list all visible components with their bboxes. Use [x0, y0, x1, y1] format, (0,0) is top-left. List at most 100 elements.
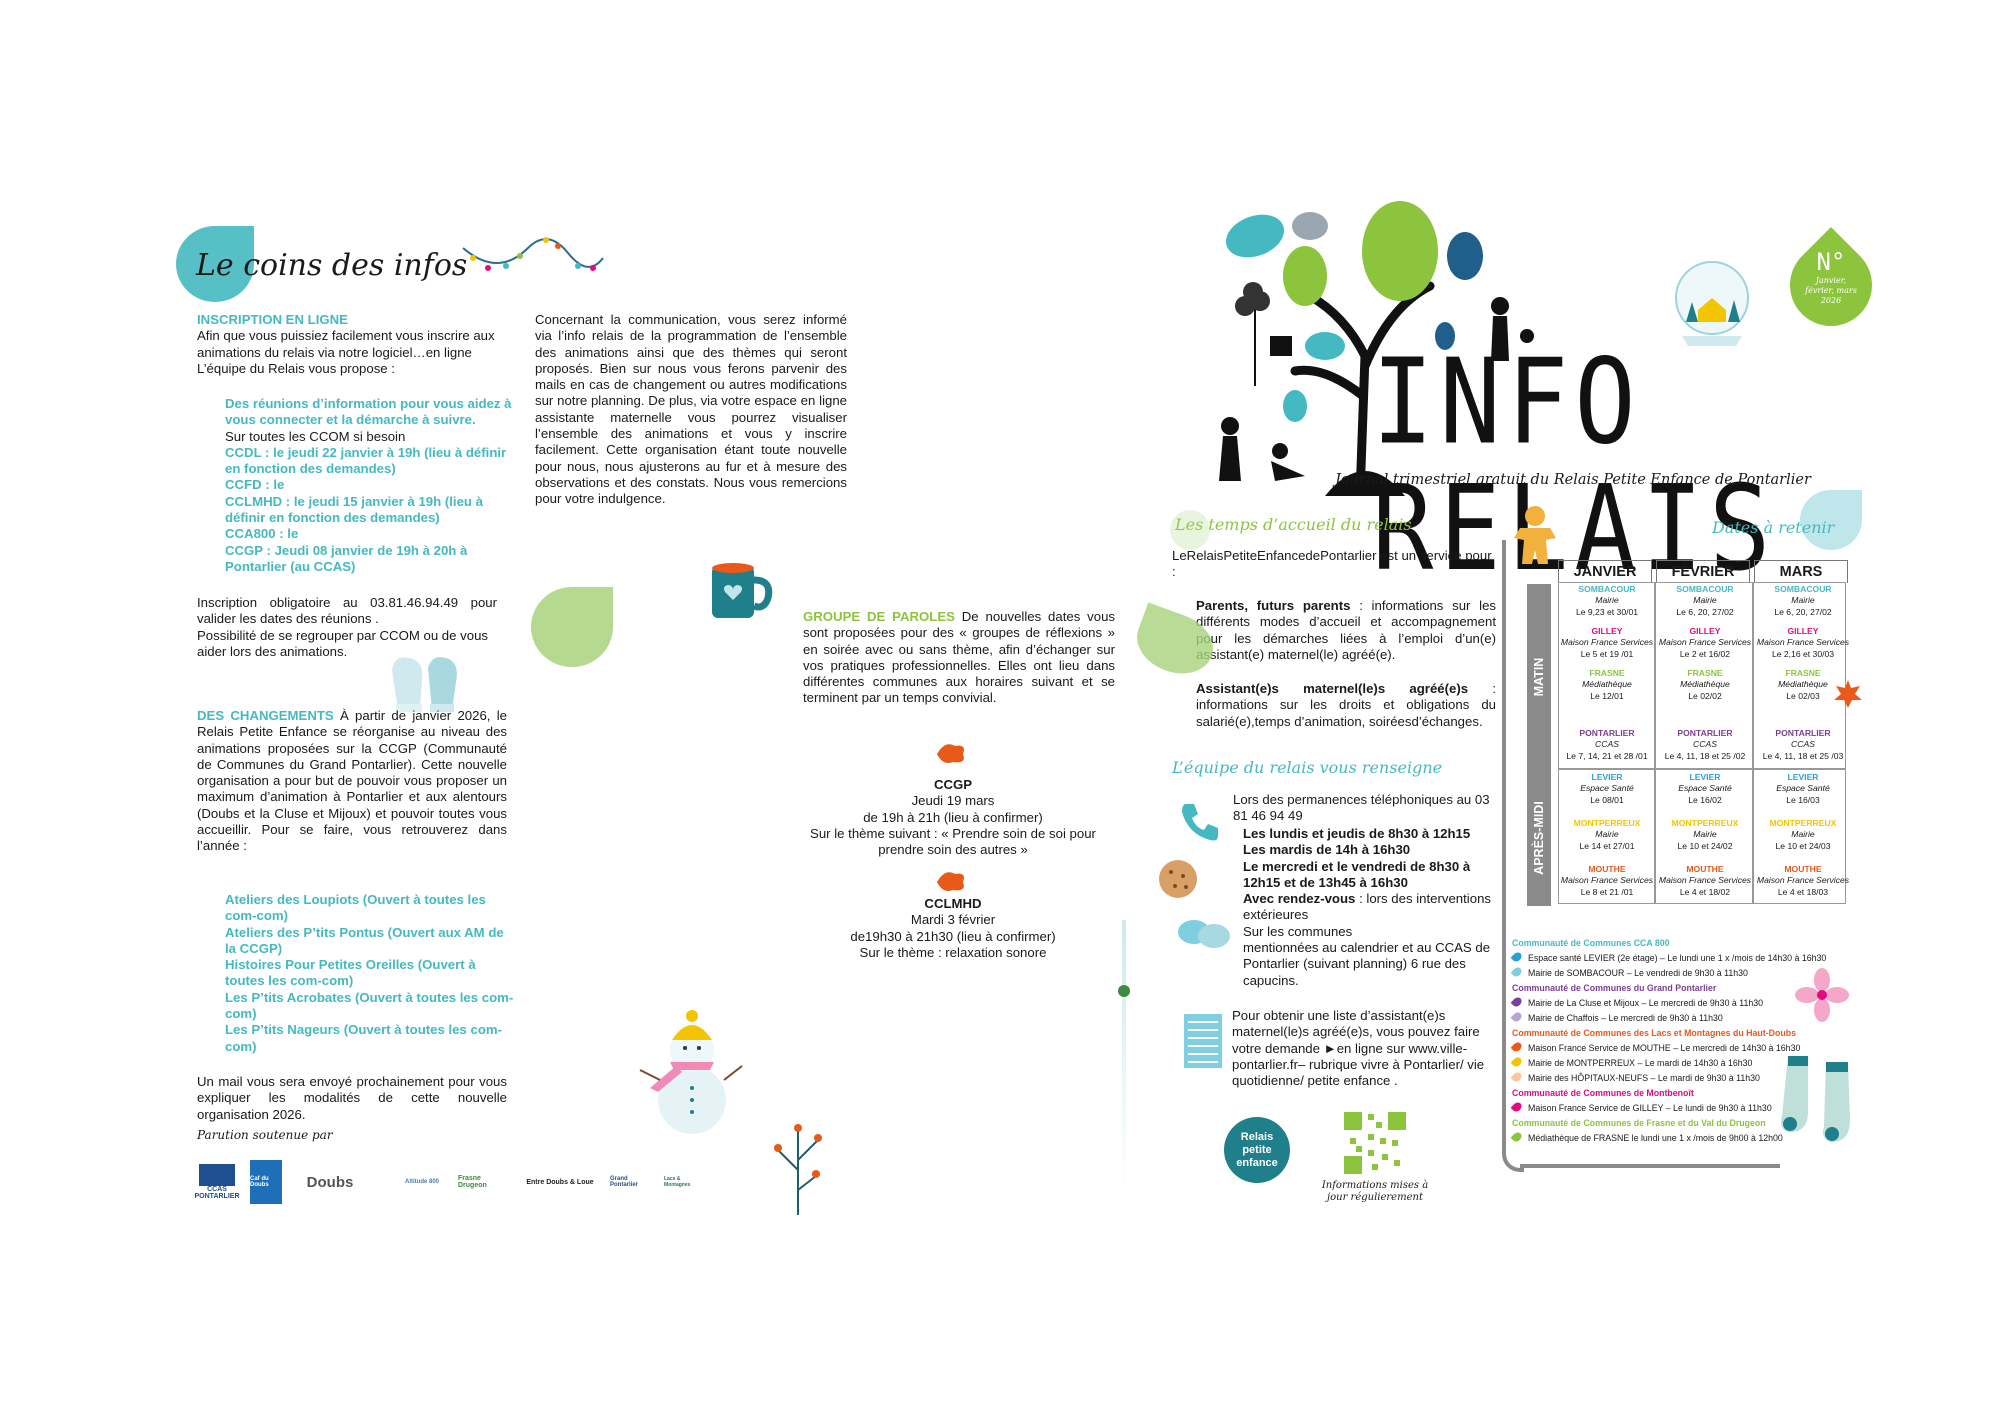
assistants-label: Assistant(e)s maternel(le)s agréé(e)s [1196, 681, 1469, 697]
calendar-entry-town: MOUTHE [1588, 864, 1626, 874]
calendar-entry-town: GILLEY [1787, 626, 1819, 636]
liste-text-c: maternel(le)s agréé(e)s, vous pouvez fai… [1232, 1024, 1485, 1089]
calendar-entry-place: Maison France Services [1756, 875, 1850, 886]
legend-row: Mairie des HÔPITAUX-NEUFS – Le mardi de … [1510, 1070, 1760, 1084]
legend-row-text: Mairie de SOMBACOUR – Le vendredi de 9h3… [1528, 968, 1748, 978]
calendar-entry-place: Espace Santé [1678, 783, 1732, 794]
issue-number: N° [1816, 248, 1846, 276]
map-pin-icon [1510, 1100, 1524, 1114]
title-blob [176, 226, 254, 302]
inscription-item: CCGP : Jeudi 08 janvier de 19h à 20h à P… [225, 542, 468, 574]
calendar-entry-town: FRASNE [1589, 668, 1625, 678]
legend-row-text: Mairie de MONTPERREUX – Le mardi de 14h3… [1528, 1058, 1753, 1068]
calendar-table: JANVIER FÉVRIER MARS [1558, 560, 1848, 905]
calendar-entry-town: SOMBACOUR [1578, 584, 1636, 594]
dates-blob [1800, 490, 1862, 550]
gingerbread-icon [1514, 506, 1556, 564]
spine-badge [1118, 985, 1130, 997]
calendar-entry-town: MONTPERREUX [1573, 818, 1641, 828]
tree-illustration [1219, 201, 1534, 496]
calendar-entry-town: GILLEY [1689, 626, 1721, 636]
inscription-intro: Afin que vous puissiez facilement vous i… [197, 328, 495, 376]
groupe-heading: GROUPE DE PAROLES [803, 609, 955, 624]
accueil-intro: LeRelaisPetiteEnfancedePontarlier est un… [1172, 548, 1492, 580]
calendar-entry-place: Médiathèque [1582, 679, 1632, 690]
issue-period: Janvier, février, mars 2026 [1805, 276, 1857, 305]
legend-group-title: Communauté de Communes de Montbenoît [1512, 1088, 1694, 1098]
legend-row: Médiathèque de FRASNE le lundi une 1 x /… [1510, 1130, 1783, 1144]
calendar-entry-date: Le 14 et 27/01 [1579, 840, 1635, 851]
calendar-frame-bottom [1520, 1164, 1780, 1168]
legend-row-text: Mairie de La Cluse et Mijoux – Le mercre… [1528, 998, 1764, 1008]
inscription-regroup: Possibilité de se regrouper par CCOM ou … [197, 627, 489, 659]
calendar-entry-town: MOUTHE [1784, 864, 1822, 874]
calendar-entry-town: FRASNE [1785, 668, 1821, 678]
calendar-entry-place: CCAS [1595, 739, 1619, 750]
cclmhd-date: Mardi 3 février [910, 912, 996, 928]
ccgp-title: CCGP [933, 777, 973, 792]
calendar-entry-place: Mairie [1791, 595, 1815, 606]
cclmhd-theme: Sur le thème : relaxation sonore [859, 944, 1047, 960]
inscription-item: CCA800 : le [225, 526, 299, 542]
calendar-entry-date: Le 4, 11, 18 et 25 /03 [1762, 750, 1844, 761]
cclmhd-title: CCLMHD [924, 896, 982, 911]
qr-caption: Informations mises à jour régulierement [1321, 1180, 1429, 1203]
flower-icon [1795, 968, 1849, 1022]
activity-item: Ateliers des P’tits Pontus (Ouvert aux A… [225, 924, 504, 956]
hours-1: Les lundis et jeudis de 8h30 à 12h15 [1243, 826, 1471, 841]
legend-row: Mairie de La Cluse et Mijoux – Le mercre… [1510, 995, 1764, 1009]
legend-row: Mairie de SOMBACOUR – Le vendredi de 9h3… [1510, 965, 1748, 979]
calendar-entry-date: Le 6, 20, 27/02 [1676, 606, 1734, 617]
calendar-entry-town: MONTPERREUX [1769, 818, 1837, 828]
inscription-item: CCLMHD : le jeudi 15 janvier à 19h (lieu… [225, 493, 483, 526]
activity-item: Histoires Pour Petites Oreilles (Ouvert … [225, 957, 476, 989]
berry-branch-icon [774, 1124, 822, 1215]
dates-title: Dates à retenir [1712, 518, 1835, 537]
logo-ccas: CCAS PONTARLIER [195, 1160, 240, 1204]
calendar-entry-date: Le 9,23 et 30/01 [1575, 606, 1639, 617]
legend-row: Maison France Service de MOUTHE – Le mer… [1510, 1040, 1800, 1054]
band-apres-midi: APRÈS-MIDI [1527, 770, 1551, 906]
calendar-entry-town: FRASNE [1687, 668, 1723, 678]
calendar-entry-town: MOUTHE [1686, 864, 1724, 874]
leaf-icon [937, 872, 964, 891]
calendar-entry-town: LEVIER [1591, 772, 1623, 782]
calendar-entry-town: PONTARLIER [1579, 728, 1635, 738]
calendar-entry-town: SOMBACOUR [1774, 584, 1832, 594]
month-header: FÉVRIER [1656, 560, 1750, 583]
calendar-entry-place: Maison France Services [1658, 875, 1752, 886]
calendar-entry-date: Le 4 et 18/02 [1679, 886, 1731, 897]
cclmhd-time: de19h30 à 21h30 (lieu à confirmer) [850, 928, 1056, 944]
month-header: MARS [1754, 560, 1848, 583]
ccgp-theme: Sur le thème suivant : « Prendre soin de… [810, 825, 1096, 858]
green-blob [531, 587, 613, 667]
rdv-label: Avec rendez-vous [1243, 891, 1356, 907]
band-matin: MATIN [1527, 584, 1551, 770]
relais-logo: Relais petite enfance [1224, 1117, 1290, 1183]
journal-title: INFO RELAIS [1372, 334, 1777, 598]
maple-leaf-icon [1834, 680, 1862, 708]
calendar-entry-place: Maison France Services [1658, 637, 1752, 648]
activity-item: Ateliers des Loupiots (Ouvert à toutes l… [225, 892, 486, 924]
parents-label: Parents, futurs parents [1196, 598, 1351, 613]
calendar-entry-place: CCAS [1791, 739, 1815, 750]
snowman-icon [639, 1010, 743, 1134]
cookie-icon [1159, 860, 1197, 898]
calendar-entry-town: GILLEY [1591, 626, 1623, 636]
calendar-entry-place: Maison France Services [1756, 637, 1850, 648]
legend-row: Mairie de Chaffois – Le mercredi de 9h30… [1510, 1010, 1723, 1024]
accent-blob [1170, 510, 1210, 550]
logo-caf: Caf du Doubs [250, 1160, 282, 1204]
calendar-entry-place: Espace Santé [1580, 783, 1634, 794]
calendar-entry-date: Le 5 et 19 /01 [1580, 648, 1634, 659]
